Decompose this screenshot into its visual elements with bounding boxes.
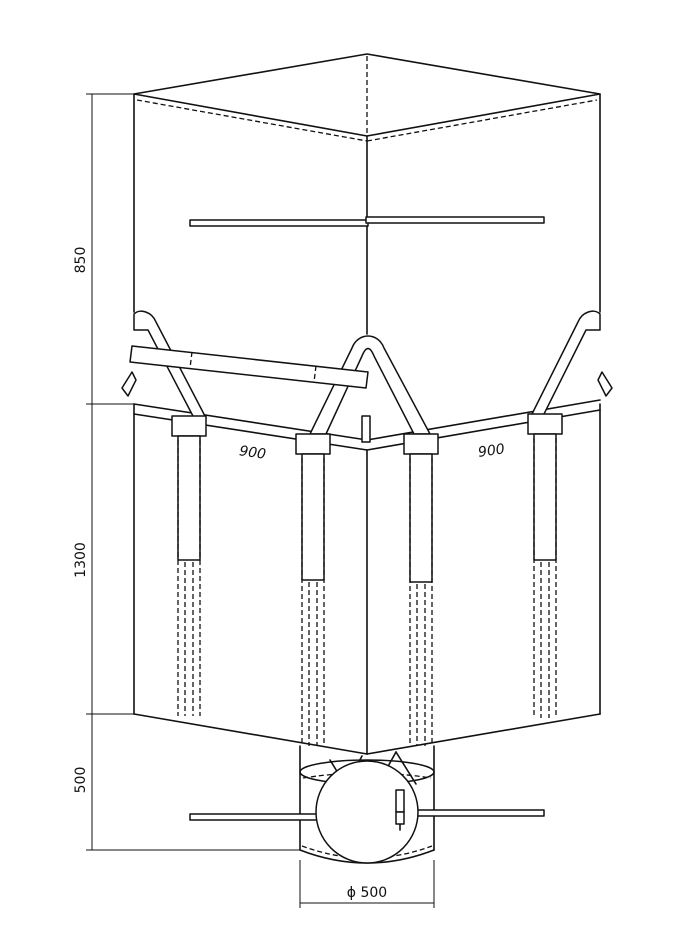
dim-height-top: 850: [73, 247, 89, 274]
dimension-lines: [86, 93, 435, 908]
dim-width-left: 900: [238, 443, 267, 463]
dim-height-body: 1300: [73, 542, 89, 578]
loop-webbing: [171, 413, 563, 746]
discharge-spout: [189, 745, 545, 864]
dim-diameter-spout: ϕ 500: [347, 885, 387, 901]
bag-body: [133, 399, 601, 755]
dim-height-bottom: 500: [73, 767, 89, 794]
dim-width-right: 900: [477, 441, 506, 461]
top-skirt: [133, 53, 601, 335]
